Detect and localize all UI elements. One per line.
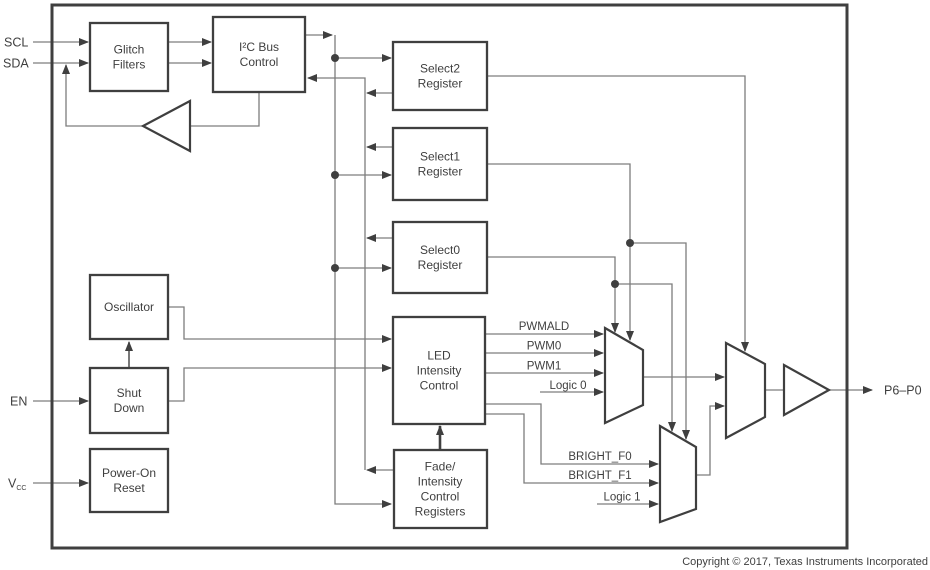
wires [33,31,873,508]
vcc-pin-label: VCC [8,477,26,493]
bright-f0-label: BRIGHT_F0 [568,451,631,463]
led-intensity-control-box [391,315,487,426]
oscillator-label: Oscillator [104,300,154,314]
buffer-to-sda-wire [62,64,143,127]
pwmald-label: PWMALD [519,321,569,333]
i2c-write-bus [334,35,392,508]
junction-dot [626,239,634,247]
device-boundary [50,3,849,550]
junction-dot [611,280,619,288]
select0-register-box [391,220,489,295]
bright-f0-wire [485,403,659,468]
i2c-to-buffer-wire [190,92,260,127]
glitch-filters-box [88,21,170,93]
bright-f1-wire [485,413,659,487]
logic1-label: Logic 1 [603,492,640,504]
copyright-notice: Copyright © 2017, Texas Instruments Inco… [682,556,928,568]
select1-mux3-select-wire [630,242,690,440]
i2c-read-bus [307,74,366,470]
brightness-mux [658,424,698,524]
logic-shapes [140,99,832,524]
shutdown-to-led-wire [168,364,392,402]
output-mux [724,341,767,440]
i2c-bus-control-box [211,15,307,94]
select0-mux3-select-wire [615,283,676,432]
junction-dot [331,171,339,179]
select2-mux2-select-wire [487,75,749,352]
pwm1-label: PWM1 [527,361,562,373]
select2-register-box [391,40,489,112]
select1-mux1-select-wire [487,163,634,341]
pwm0-label: PWM0 [527,341,562,353]
junction-dot [331,264,339,272]
junction-dot [331,54,339,62]
oscillator-box [88,273,170,341]
logic0-label: Logic 0 [549,380,586,392]
shut-down-box [88,366,170,435]
signal-labels: PWMALD PWM0 PWM1 Logic 0 BRIGHT_F0 BRIGH… [519,321,641,504]
en-pin-label: EN [10,395,27,409]
pwm-mux [603,326,645,425]
mux3-to-mux2-wire [696,402,725,476]
power-on-reset-box [88,447,170,514]
scl-pin-label: SCL [4,36,28,50]
fade-intensity-registers-box [392,448,489,530]
select0-mux1-select-wire [487,256,619,333]
oscillator-to-led-wire [168,306,392,343]
output-buffer-triangle [782,363,832,417]
block-oscillator: Oscillator [88,273,170,341]
pin-labels: SCL SDA EN VCC P6–P0 [3,36,922,493]
junction-dots [331,54,634,288]
output-pin-label: P6–P0 [884,384,922,398]
select1-register-box [391,126,489,202]
sda-pin-label: SDA [3,57,29,71]
bright-f1-label: BRIGHT_F1 [568,470,631,482]
sda-buffer-triangle [140,99,192,153]
